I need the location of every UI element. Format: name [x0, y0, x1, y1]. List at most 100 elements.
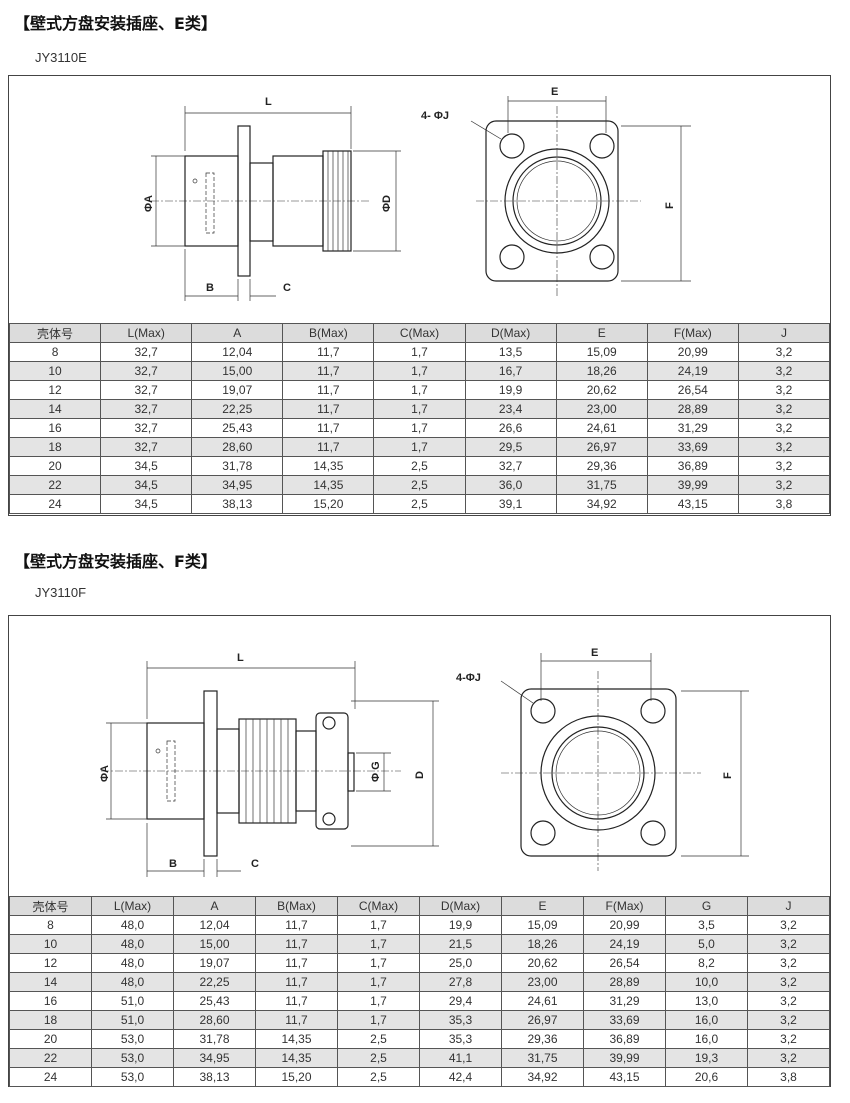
table-cell: 32,7: [100, 399, 193, 419]
table-cell: 35,3: [419, 1010, 502, 1030]
dim-label-d: ΦD: [381, 195, 393, 212]
table-cell: 34,5: [100, 456, 193, 476]
dim-label-g: Φ G: [370, 761, 382, 782]
table-cell: 32,7: [100, 361, 193, 381]
table-cell: 3,2: [747, 991, 830, 1011]
table-cell: 25,0: [419, 953, 502, 973]
dim-label-b: B: [206, 282, 214, 294]
table-cell: 33,69: [646, 437, 739, 457]
table-cell: 20,99: [646, 342, 739, 362]
table-cell: 53,0: [91, 1067, 174, 1087]
table-cell: 15,00: [191, 361, 284, 381]
table-cell: 24: [8, 494, 102, 514]
table-cell: 1,7: [337, 934, 420, 954]
table-cell: 3,2: [737, 456, 831, 476]
column-header: D(Max): [464, 323, 557, 343]
table-cell: 36,89: [583, 1029, 666, 1049]
table-cell: 23,4: [464, 399, 557, 419]
dim-label-c: C: [283, 282, 291, 294]
table-cell: 11,7: [282, 418, 375, 438]
table-cell: 39,1: [464, 494, 557, 514]
table-cell: 11,7: [282, 437, 375, 457]
table-cell: 22,25: [173, 972, 256, 992]
table-cell: 22: [9, 1048, 92, 1068]
table-cell: 39,99: [583, 1048, 666, 1068]
table-cell: 23,00: [555, 399, 648, 419]
column-header: F(Max): [646, 323, 739, 343]
table-cell: 11,7: [255, 915, 338, 935]
table-cell: 22,25: [191, 399, 284, 419]
table-cell: 3,5: [665, 915, 748, 935]
table-cell: 2,5: [373, 494, 466, 514]
table-cell: 2,5: [373, 475, 466, 495]
table-cell: 29,5: [464, 437, 557, 457]
table-cell: 34,5: [100, 475, 193, 495]
table-cell: 3,2: [747, 1010, 830, 1030]
table-cell: 3,2: [747, 915, 830, 935]
table-cell: 3,8: [737, 494, 831, 514]
table-cell: 26,97: [555, 437, 648, 457]
table-cell: 18,26: [501, 934, 584, 954]
table-cell: 31,29: [646, 418, 739, 438]
table-cell: 48,0: [91, 972, 174, 992]
table-cell: 19,9: [464, 380, 557, 400]
technical-drawing-e: L ΦA ΦD B C E F 4- ΦJ: [143, 86, 691, 301]
table-cell: 16,7: [464, 361, 557, 381]
table-cell: 15,20: [282, 494, 375, 514]
table-cell: 42,4: [419, 1067, 502, 1087]
table-cell: 11,7: [255, 953, 338, 973]
column-header: J: [737, 323, 831, 343]
table-cell: 33,69: [583, 1010, 666, 1030]
table-cell: 1,7: [373, 361, 466, 381]
column-header: J: [747, 896, 830, 916]
dim-label-c: C: [251, 858, 259, 870]
table-cell: 36,0: [464, 475, 557, 495]
table-cell: 34,95: [191, 475, 284, 495]
column-header: E: [555, 323, 648, 343]
table-cell: 10: [8, 361, 102, 381]
table-cell: 31,75: [501, 1048, 584, 1068]
table-cell: 14: [8, 399, 102, 419]
table-cell: 3,2: [737, 437, 831, 457]
table-cell: 11,7: [282, 399, 375, 419]
table-cell: 14,35: [255, 1029, 338, 1049]
table-cell: 3,2: [737, 418, 831, 438]
table-cell: 19,07: [173, 953, 256, 973]
table-cell: 24: [9, 1067, 92, 1087]
table-cell: 20,62: [501, 953, 584, 973]
table-cell: 10: [9, 934, 92, 954]
table-cell: 38,13: [173, 1067, 256, 1087]
table-cell: 16,0: [665, 1010, 748, 1030]
table-cell: 13,0: [665, 991, 748, 1011]
column-header: C(Max): [337, 896, 420, 916]
table-cell: 24,19: [646, 361, 739, 381]
table-cell: 3,2: [747, 934, 830, 954]
table-cell: 27,8: [419, 972, 502, 992]
table-cell: 25,43: [191, 418, 284, 438]
column-header: 壳体号: [8, 323, 102, 343]
table-cell: 34,5: [100, 494, 193, 514]
table-cell: 2,5: [337, 1067, 420, 1087]
table-cell: 14: [9, 972, 92, 992]
column-header: E: [501, 896, 584, 916]
table-cell: 1,7: [373, 399, 466, 419]
table-cell: 3,2: [747, 953, 830, 973]
dim-label-f: F: [722, 772, 734, 779]
table-cell: 16,0: [665, 1029, 748, 1049]
table-cell: 51,0: [91, 991, 174, 1011]
table-cell: 11,7: [255, 1010, 338, 1030]
table-cell: 8: [9, 915, 92, 935]
table-cell: 32,7: [100, 342, 193, 362]
